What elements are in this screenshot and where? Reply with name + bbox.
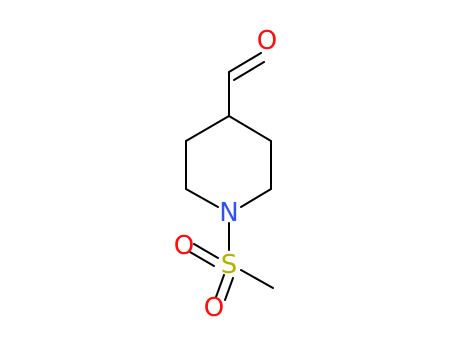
bond-s-o-upper-2 bbox=[189, 251, 215, 267]
bond-c5-c4 bbox=[228, 115, 272, 142]
atom-sulfonyl-oxygen-upper: O bbox=[174, 231, 194, 261]
bond-c2-n bbox=[185, 188, 219, 208]
bond-s-methyl bbox=[240, 269, 274, 289]
bond-s-o-upper-1 bbox=[193, 243, 219, 259]
bond-c4-c3 bbox=[185, 115, 230, 142]
atom-sulfonyl-oxygen-lower: O bbox=[204, 293, 224, 323]
bond-aldehyde-c-o-1 bbox=[228, 52, 262, 73]
bond-n-c6 bbox=[240, 188, 272, 208]
bond-s-o-lower-1 bbox=[215, 274, 225, 298]
atom-sulfur: S bbox=[221, 250, 238, 280]
bond-aldehyde-c-o-2 bbox=[233, 61, 265, 81]
atom-aldehyde-oxygen: O bbox=[257, 26, 277, 56]
bond-s-o-lower-2 bbox=[224, 277, 234, 301]
atom-ring-nitrogen: N bbox=[219, 198, 238, 228]
